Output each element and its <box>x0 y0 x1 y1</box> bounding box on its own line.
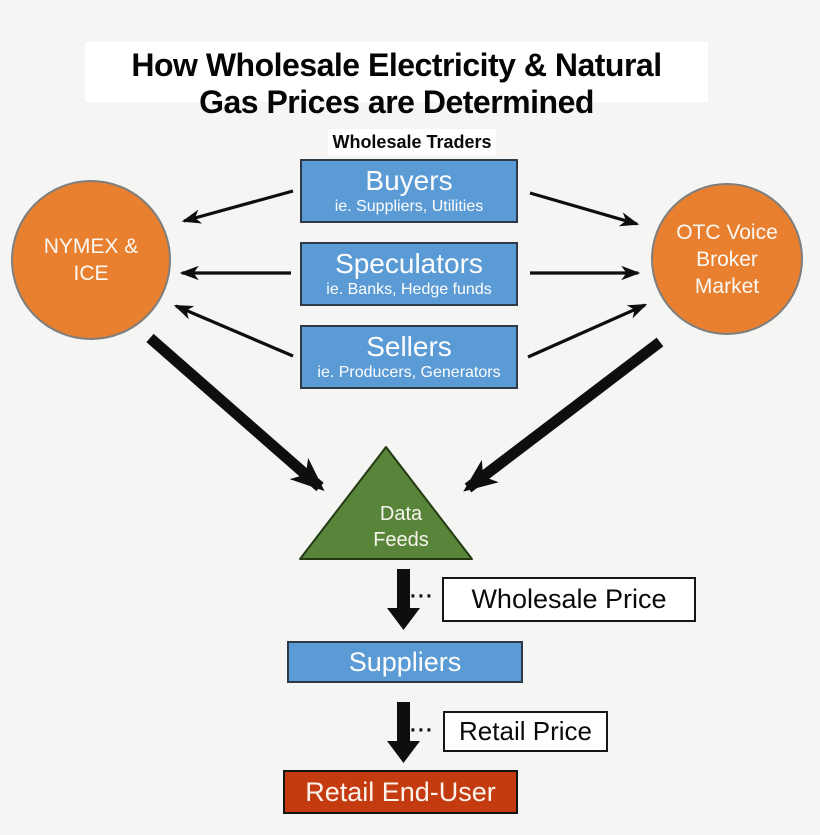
data-feeds-triangle <box>299 446 473 560</box>
sellers-box-title: Sellers <box>366 331 452 362</box>
datafeeds-to-suppliers-arrow <box>387 569 420 630</box>
sellers-box-subtitle: ie. Producers, Generators <box>317 364 501 381</box>
suppliers-box: Suppliers <box>287 641 523 683</box>
buyers-box-subtitle: ie. Suppliers, Utilities <box>334 198 484 215</box>
diagram-title: How Wholesale Electricity & Natural Gas … <box>85 42 708 120</box>
speculators-box: Speculators ie. Banks, Hedge funds <box>300 242 518 306</box>
title-line-1: How Wholesale Electricity & Natural <box>131 47 662 83</box>
wholesale-price-box: Wholesale Price <box>442 577 696 622</box>
data-feeds-line-1: Data <box>379 503 423 525</box>
retail-end-user-box: Retail End-User <box>283 770 518 814</box>
otc-line-2: Broker <box>696 247 758 271</box>
buyers-box-title: Buyers <box>365 165 453 196</box>
wholesale-traders-label: Wholesale Traders <box>328 129 496 156</box>
data-feeds-line-2: Feeds <box>373 529 429 551</box>
nymex-to-datafeeds-arrow <box>146 333 325 492</box>
sellers-to-otc-arrow <box>527 303 648 359</box>
retail-price-box: Retail Price <box>443 711 608 752</box>
title-line-2: Gas Prices are Determined <box>199 84 594 120</box>
buyers-to-otc-arrow <box>529 191 640 227</box>
otc-to-datafeeds-arrow <box>463 337 664 493</box>
nymex-ice-circle: NYMEX & ICE <box>11 180 171 340</box>
nymex-line-1: NYMEX & <box>43 235 139 258</box>
wholesale-price-connector-dots: ··· <box>410 585 434 608</box>
suppliers-to-retail-arrow <box>387 702 420 763</box>
data-feeds-label: Data Feeds <box>340 501 462 553</box>
nymex-line-2: ICE <box>73 262 109 285</box>
otc-line-1: OTC Voice <box>676 220 778 244</box>
speculators-box-title: Speculators <box>335 248 483 279</box>
buyers-box: Buyers ie. Suppliers, Utilities <box>300 159 518 223</box>
sellers-box: Sellers ie. Producers, Generators <box>300 325 518 389</box>
buyers-to-nymex-arrow <box>181 189 294 224</box>
sellers-to-nymex-arrow <box>173 304 294 358</box>
retail-price-connector-dots: ··· <box>410 719 434 742</box>
otc-line-3: Market <box>694 274 760 298</box>
speculators-box-subtitle: ie. Banks, Hedge funds <box>326 281 492 298</box>
otc-broker-circle: OTC Voice Broker Market <box>651 183 803 335</box>
